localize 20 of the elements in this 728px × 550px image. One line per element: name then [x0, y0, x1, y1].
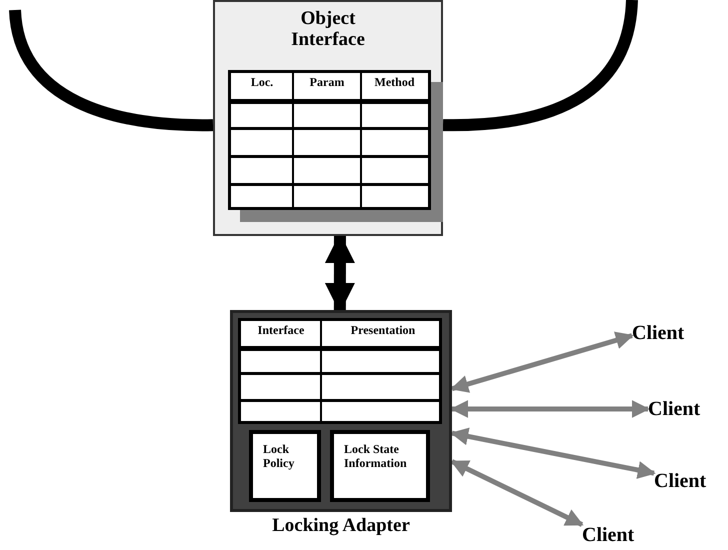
double-arrow: [450, 459, 584, 527]
curved-line: [442, 0, 638, 132]
double-arrow: [450, 428, 656, 479]
client-label: Client: [654, 468, 706, 494]
column-header: Loc.: [250, 75, 274, 90]
double-arrow: [450, 400, 650, 418]
double-arrow: [450, 332, 634, 393]
component-box: Lock Policy: [249, 430, 321, 502]
column-header: Param: [308, 75, 346, 90]
interface-box: [213, 0, 443, 236]
column-header: Method: [374, 75, 416, 90]
curved-line: [9, 9, 214, 132]
box-title: Locking Adapter: [271, 515, 411, 537]
column-header: Presentation: [350, 323, 416, 338]
client-label: Client: [648, 396, 700, 422]
client-label: Client: [582, 522, 634, 548]
box-title: Object Interface: [290, 8, 366, 50]
client-label: Client: [632, 320, 684, 346]
column-header: Interface: [256, 323, 306, 338]
component-box: Lock State Information: [330, 430, 430, 502]
